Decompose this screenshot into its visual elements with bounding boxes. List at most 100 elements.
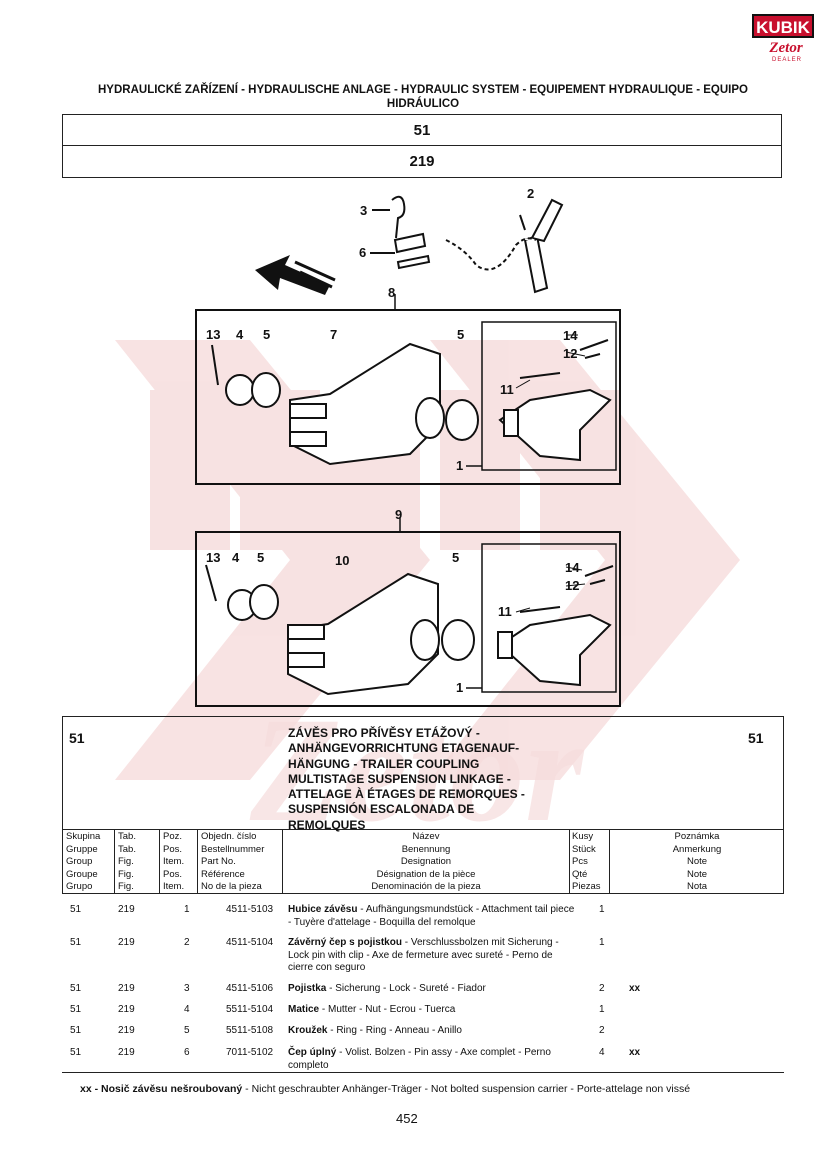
row-position: 4 [184, 1004, 190, 1015]
row-quantity: 1 [599, 937, 605, 948]
column-label: Group [66, 856, 93, 868]
row-note: xx [629, 1047, 641, 1058]
row-group: 51 [70, 983, 82, 994]
row-table: 219 [118, 983, 135, 994]
row-name: Čep úplný - Volist. Bolzen - Pin assy - … [288, 1047, 578, 1072]
callout-4-upper: 4 [236, 327, 244, 342]
callout-10: 10 [335, 553, 350, 568]
column-label: Note [686, 868, 708, 880]
row-note: xx [629, 983, 641, 994]
row-order-number: 7011-5102 [226, 1047, 274, 1058]
part-2-lock-pin [445, 198, 564, 294]
column-label: No de la pieza [201, 881, 262, 893]
column-label: Nota [686, 881, 708, 893]
column-label: Groupe [66, 868, 98, 880]
page-number: 452 [396, 1111, 418, 1126]
row-order-number: 4511-5103 [226, 904, 274, 915]
part-6-pin [370, 232, 431, 270]
row-position: 6 [184, 1047, 190, 1058]
exploded-parts-diagram [195, 195, 621, 707]
column-label: Pos. [163, 843, 183, 855]
kubik-zetor-logo: KUBIK Zetor DEALER [752, 14, 814, 68]
callout-9: 9 [395, 507, 403, 522]
row-order-number: 4511-5106 [226, 983, 274, 994]
footnote-rest: - Nicht geschraubter Anhänger-Träger - N… [242, 1083, 691, 1095]
row-name-rest: - Aufhängungsmundstück - Attachment tail… [288, 904, 575, 928]
row-quantity: 4 [599, 1047, 605, 1058]
footnote-bold: xx - Nosič závěsu nešroubovaný [80, 1083, 243, 1095]
description-line: HÄNGUNG - TRAILER COUPLING [288, 756, 480, 771]
description-line: ANHÄNGEVORRICHTUNG ETAGENAUF- [288, 741, 520, 756]
row-name-rest: - Verschlussbolzen mit Sicherung - Lock … [288, 937, 559, 973]
column-label: Référence [201, 868, 245, 880]
row-name-bold: Kroužek [288, 1025, 328, 1036]
logo-brand: KUBIK [752, 14, 814, 38]
callout-11-upper: 11 [500, 382, 514, 397]
row-table: 219 [118, 1025, 135, 1036]
row-name-bold: Matice [288, 1004, 320, 1015]
footnote: xx - Nosič závěsu nešroubovaný - Nicht g… [80, 1083, 690, 1095]
description-box [62, 716, 784, 830]
column-table: Tab. Tab. Fig. Fig. Fig. [118, 830, 158, 894]
row-group: 51 [70, 1025, 82, 1036]
column-quantity: Kusy Stück Pcs Qté Piezas [572, 830, 609, 894]
column-position: Poz. Pos. Item. Pos. Item. [163, 830, 197, 894]
assembly-9-frame [195, 531, 621, 707]
column-label: Poznámka [674, 831, 720, 842]
assembly-8-inset [481, 321, 617, 471]
table-number-box: 219 [62, 146, 782, 178]
column-label: Désignation de la pièce [376, 868, 476, 880]
callout-12-upper: 12 [563, 346, 578, 361]
row-name-bold: Hubice závěsu [288, 904, 358, 915]
column-label: Anmerkung [672, 843, 722, 855]
row-quantity: 1 [599, 904, 605, 915]
callout-7: 7 [330, 327, 338, 342]
row-quantity: 2 [599, 1025, 605, 1036]
row-table: 219 [118, 937, 135, 948]
description-line: ATTELAGE À ÉTAGES DE REMORQUES - [288, 787, 525, 802]
row-name-rest: - Sicherung - Lock - Sureté - Fiador [326, 983, 486, 994]
row-name: Pojistka - Sicherung - Lock - Sureté - F… [288, 983, 578, 996]
column-label: Fig. [118, 881, 134, 893]
column-label: Grupo [66, 881, 93, 893]
row-table: 219 [118, 1004, 135, 1015]
callout-14-upper: 14 [563, 328, 578, 343]
callout-8: 8 [388, 285, 396, 300]
description-line: ZÁVĚS PRO PŘÍVĚSY ETÁŽOVÝ - [288, 726, 480, 740]
description-line: MULTISTAGE SUSPENSION LINKAGE - [288, 771, 511, 786]
callout-11-lower: 11 [498, 604, 512, 619]
row-name-bold: Závěrný čep s pojistkou [288, 937, 402, 948]
row-order-number: 5511-5108 [226, 1025, 274, 1036]
description-title: ZÁVĚS PRO PŘÍVĚSY ETÁŽOVÝ - ANHÄNGEVORRI… [288, 726, 588, 833]
column-label: Piezas [572, 881, 601, 893]
row-group: 51 [70, 904, 82, 915]
callout-5-lower-right: 5 [452, 550, 460, 565]
column-label: Objedn. číslo [201, 831, 257, 842]
column-header [62, 830, 784, 894]
callout-13-upper: 13 [206, 327, 221, 342]
callout-5-lower-left: 5 [257, 550, 265, 565]
assembly-9-parts [205, 564, 614, 696]
column-label: Bestellnummer [201, 843, 265, 855]
row-order-number: 5511-5104 [226, 1004, 274, 1015]
callout-5-upper-left: 5 [263, 327, 271, 342]
row-name: Kroužek - Ring - Ring - Anneau - Anillo [288, 1025, 578, 1038]
row-group: 51 [70, 1004, 82, 1015]
row-group: 51 [70, 1047, 82, 1058]
callout-1-upper: 1 [456, 458, 464, 473]
row-quantity: 1 [599, 1004, 605, 1015]
assembly-8-frame [195, 309, 621, 485]
column-label: Benennung [401, 843, 451, 855]
column-name: Název Benennung Designation Désignation … [283, 830, 569, 894]
row-position: 1 [184, 904, 190, 915]
column-label: Pos. [163, 868, 183, 880]
logo-sub: Zetor [769, 40, 803, 56]
column-label: Stück [572, 843, 596, 855]
callout-1-lower: 1 [456, 680, 464, 695]
column-label: Note [686, 856, 708, 868]
row-name-rest: - Mutter - Nut - Ecrou - Tuerca [319, 1004, 456, 1015]
column-label: Fig. [118, 856, 134, 868]
row-quantity: 2 [599, 983, 605, 994]
row-position: 3 [184, 983, 190, 994]
callout-13-lower: 13 [206, 550, 221, 565]
